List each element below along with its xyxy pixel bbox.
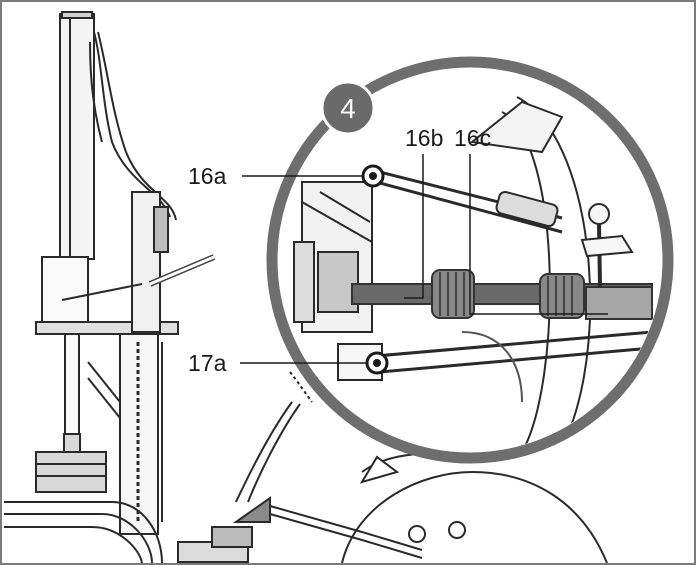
step-number: 4 (340, 93, 356, 124)
log-splitter-machine (4, 11, 253, 563)
callout-16a: 16a (188, 163, 227, 189)
callout-16c: 16c (454, 125, 491, 151)
callout-16b: 16b (405, 125, 443, 151)
leader-lines (240, 154, 608, 364)
callout-17a: 17a (188, 350, 227, 376)
step-badge: 4 (320, 80, 376, 136)
tractor-linkage (232, 371, 608, 563)
